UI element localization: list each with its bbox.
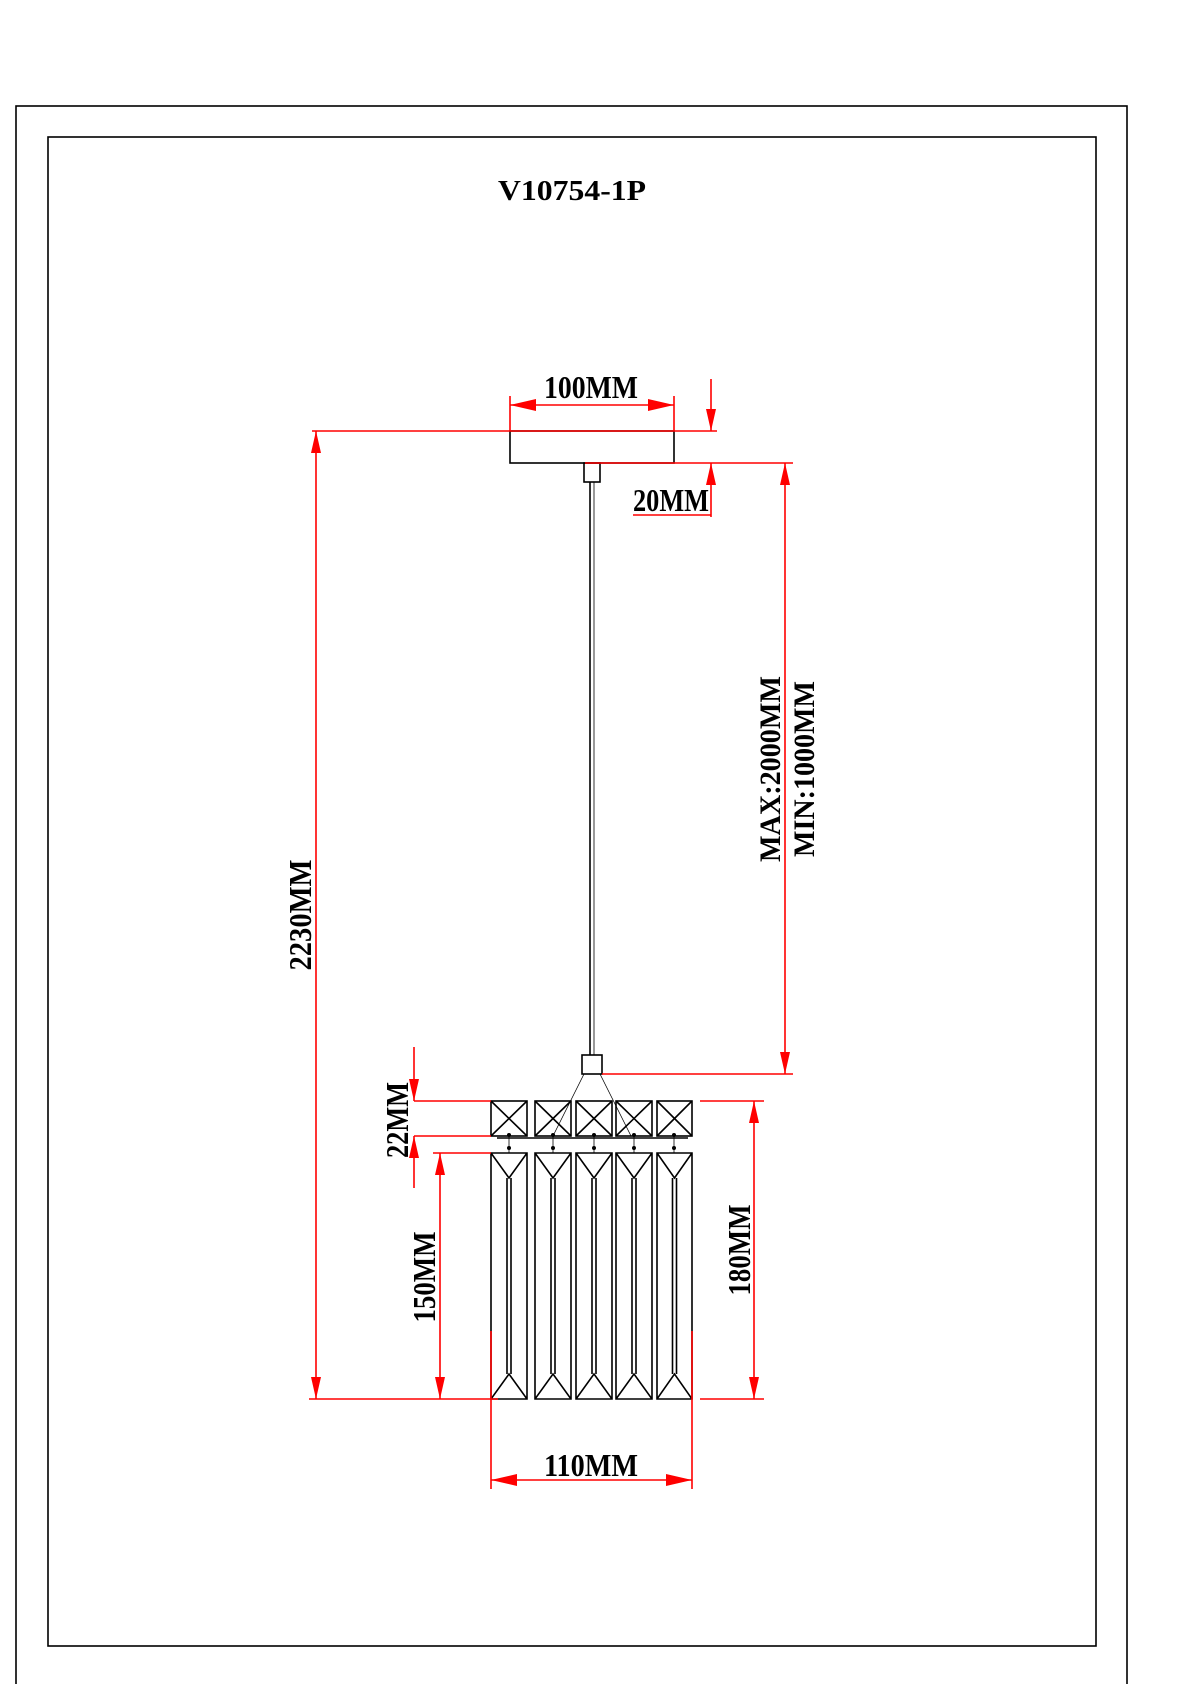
dimension-label-max: MAX:2000MM: [754, 676, 787, 862]
dimension-crystal-height: 150MM: [406, 1152, 491, 1399]
dimension-label: 22MM: [379, 1082, 415, 1158]
crystal-prism: [575, 1152, 613, 1400]
dimension-label: 2230MM: [282, 860, 318, 971]
drawing-title: V10754-1P: [498, 176, 646, 207]
dimension-label: 180MM: [721, 1205, 757, 1296]
dimension-label: 150MM: [406, 1232, 442, 1323]
dimension-total-height: 2230MM: [282, 431, 498, 1400]
crystal-prism: [656, 1152, 693, 1400]
inner-frame: [47, 136, 1097, 1647]
dimension-label: 20MM: [633, 482, 709, 518]
dimension-label: 100MM: [544, 369, 638, 405]
dimension-label-min: MIN:1000MM: [788, 681, 821, 857]
crystal-prisms: [490, 1152, 693, 1400]
crystal-prism: [615, 1152, 653, 1400]
lamp-connector: [581, 1054, 603, 1075]
dimension-shade-width: 110MM: [490, 1331, 693, 1489]
dimension-shade-height: 180MM: [700, 1100, 764, 1400]
dimension-canopy-width: 100MM: [509, 369, 675, 431]
canopy: [509, 430, 675, 483]
crystal-prism: [534, 1152, 572, 1400]
dimension-cable-length: MAX:2000MM MIN:1000MM: [602, 463, 821, 1075]
dimension-canopy-height: 20MM: [585, 462, 793, 518]
dimension-head-height: 22MM: [379, 1047, 491, 1188]
crystal-head-blocks: [490, 1100, 693, 1139]
crystal-prism: [490, 1152, 528, 1400]
outer-frame: [15, 105, 1128, 1684]
crystal-hooks: [507, 1133, 676, 1153]
dimension-label: 110MM: [544, 1447, 638, 1483]
